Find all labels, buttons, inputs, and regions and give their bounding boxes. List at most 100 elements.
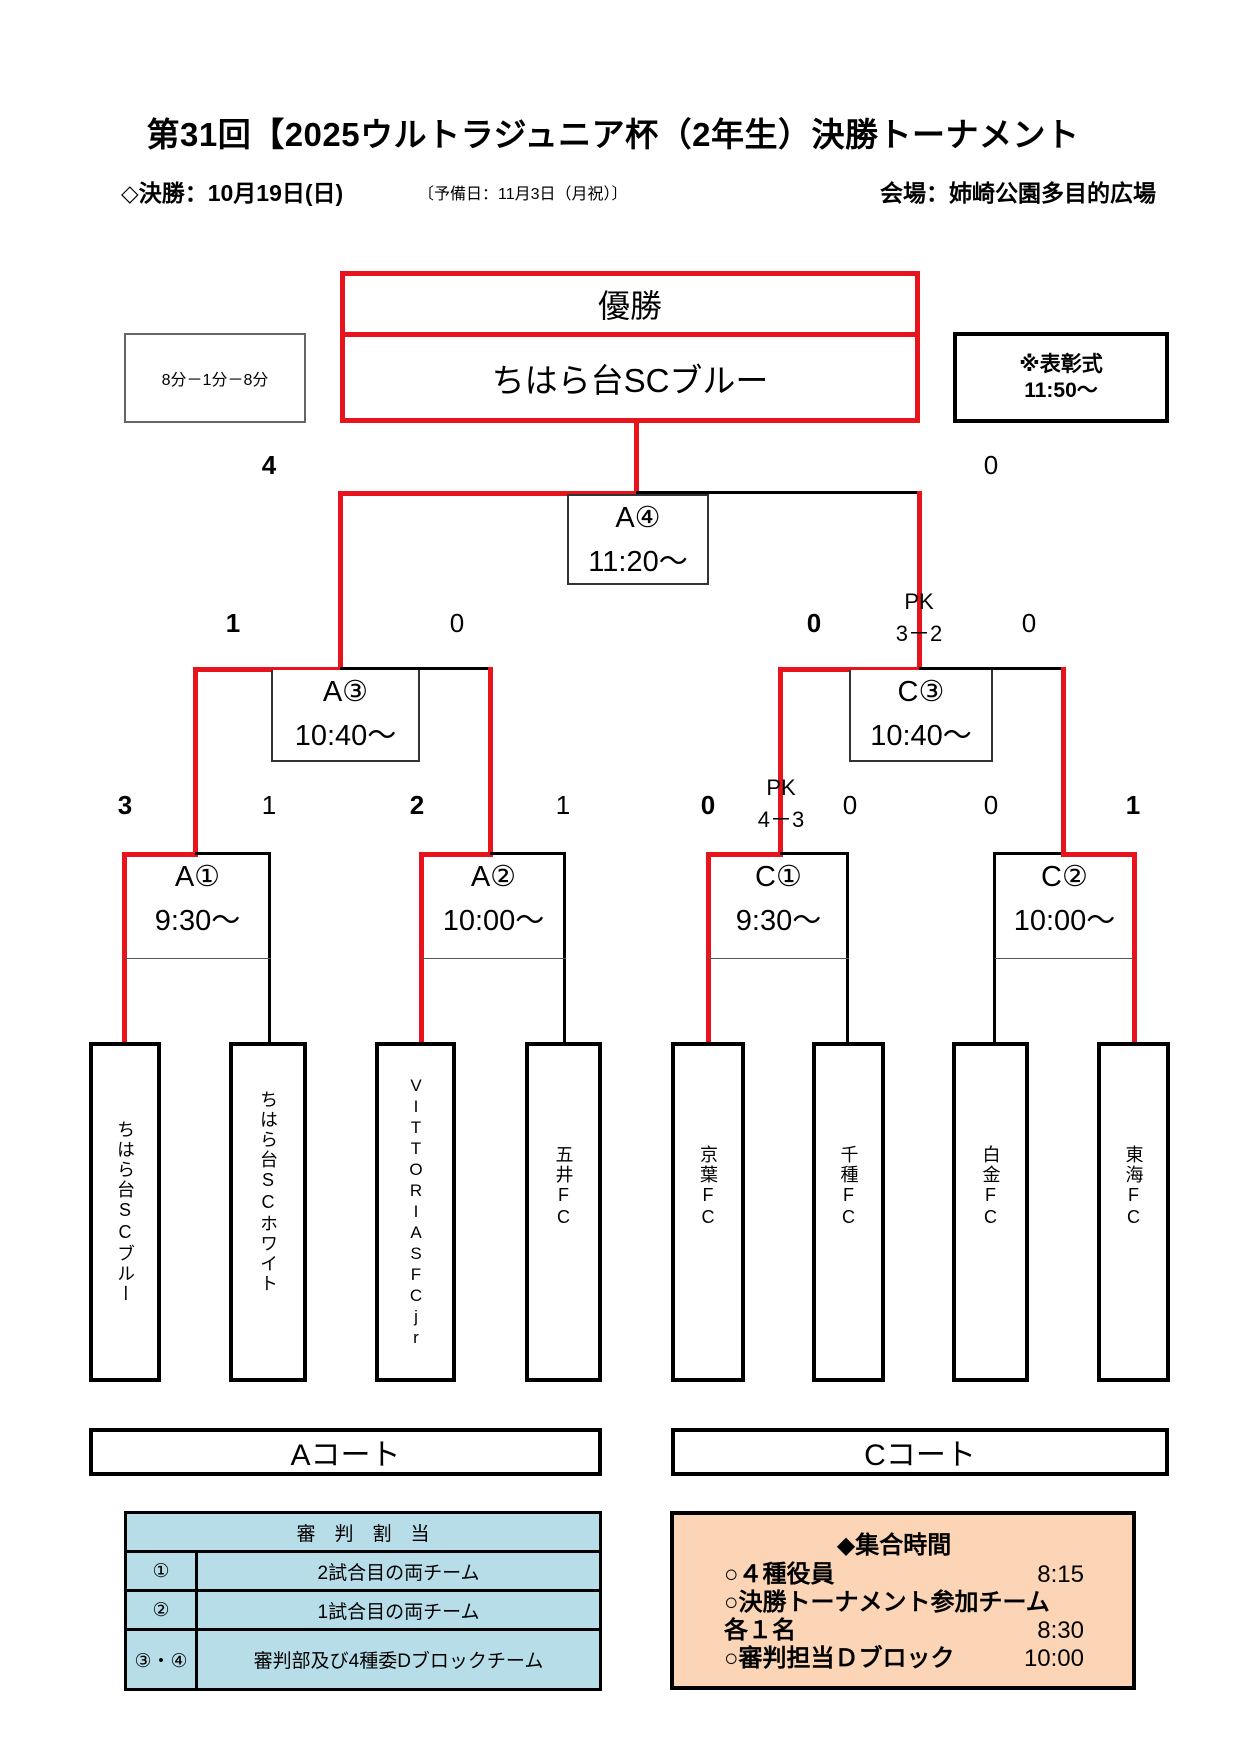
referee-assignment: 審判部及び4種委Dブロックチーム [195,1628,602,1691]
score-semi-a-right: 0 [449,608,465,638]
reserve-date: 〔予備日：11月3日（月祝）〕 [418,186,628,203]
referee-assignment: 1試合目の両チーム [195,1589,602,1631]
referee-table: 審 判 割 当 ① 2試合目の両チーム ② 1試合目の両チーム ③・④ 審判部及… [124,1511,602,1691]
team-name: ちはら台SCホワイト [258,1090,278,1294]
bracket-line-qf-c2-left [993,852,1063,855]
bracket-line-qf-a2-left [419,852,493,857]
match-time: 10:40～ [294,720,397,752]
assembly-row: 各１名 8:30 [724,1617,1084,1645]
table-row: ② 1試合目の両チーム [124,1589,602,1631]
bracket-line-qf-c1-left-v [706,852,711,1042]
bracket-line-semi-c-right [919,667,1063,670]
champion-label-text: 優勝 [597,288,662,324]
champion-team: ちはら台SCブルー [345,337,915,418]
assembly-label: 各１名 [724,1617,796,1644]
assembly-label: ○審判担当Ｄブロック [724,1645,955,1672]
match-format-box: 8分－1分－8分 [124,333,306,423]
match-qf-a1: A① 9:30～ [124,855,271,959]
match-semi-a: A③ 10:40～ [271,670,420,762]
referee-match: ③・④ [124,1628,198,1691]
champion-label: 優勝 [345,276,915,337]
referee-assignment: 2試合目の両チーム [195,1550,602,1592]
match-qf-c1: C① 9:30～ [708,855,849,959]
score-qf-a1-right: 1 [261,790,277,820]
table-row: ① 2試合目の両チーム [124,1550,602,1592]
court-a-label: Aコート [89,1428,602,1476]
ceremony-label: ※表彰式 [1019,352,1103,376]
match-id: A③ [322,676,369,708]
score-qf-c1-right: 0 [842,790,858,820]
assembly-time: 8:30 [1037,1617,1084,1644]
match-time: 10:00～ [1013,905,1116,937]
assembly-time: 10:00 [1023,1645,1084,1672]
team-box: 白金FC [952,1042,1029,1382]
bracket-line-final-right [636,491,920,494]
match-format: 8分－1分－8分 [161,372,269,389]
match-semi-c: C③ 10:40～ [849,670,993,762]
match-id: A① [174,861,221,893]
bracket-line-qf-a2-left-v [419,852,424,1042]
team-box: 東海FC [1097,1042,1170,1382]
assembly-label: ○４種役員 [724,1561,835,1588]
assembly-title: ◆集合時間 [836,1532,952,1559]
bracket-line-final-left-v [338,491,343,671]
team-box: VITTORIASFCjr [375,1042,456,1382]
bracket-line-qf-a2-right-v [563,852,566,1042]
assembly-row: ○審判担当Ｄブロック 10:00 [724,1645,1084,1673]
bracket-line-qf-c2-right [1061,852,1137,857]
match-time: 10:40～ [870,720,972,752]
match-qf-a2: A② 10:00～ [421,855,566,959]
match-time: 10:00～ [442,905,545,937]
bracket-line-qf-a1-left [122,852,198,857]
score-semi-c-left: 0 [806,608,822,638]
score-qf-a2-left: 2 [409,790,425,820]
team-name: 白金FC [980,1145,1001,1229]
score-final-right: 0 [983,450,999,480]
bracket-line-semi-a-left-v [193,667,198,855]
referee-match: ② [124,1589,198,1631]
score-qf-a1-left: 3 [117,790,133,820]
bracket-line-semi-c-left-v [778,667,783,855]
referee-title: 審 判 割 当 [124,1511,602,1553]
bracket-line-qf-a2-right [490,852,566,855]
match-time: 9:30～ [735,905,822,937]
court-c-text: Cコート [864,1439,976,1472]
bracket-line-qf-a1-right-v [268,852,271,1042]
score-qf-c2-right: 1 [1125,790,1141,820]
team-box: 京葉FC [671,1042,745,1382]
bracket-line-qf-c2-right-v [1132,852,1137,1042]
match-time: 9:30～ [154,905,241,937]
bracket-line-final-left [338,491,639,496]
bracket-line-semi-a-right [340,667,491,670]
team-box: ちはら台SCホワイト [229,1042,307,1382]
team-name: VITTORIASFCjr [406,1075,426,1349]
assembly-row: ○決勝トーナメント参加チーム [724,1589,1084,1617]
bracket-line-qf-a1-left-v [122,852,127,1042]
team-box: 千種FC [812,1042,885,1382]
venue: 会場：姉崎公園多目的広場 [880,180,1156,206]
team-name: 千種FC [838,1145,859,1229]
champion-box: 優勝 ちはら台SCブルー [340,271,920,423]
assembly-time: 8:15 [1037,1561,1084,1588]
team-name: 東海FC [1123,1145,1144,1229]
pk-qf-c1: PK 4－3 [741,772,821,836]
champion-team-text: ちはら台SCブルー [491,361,769,399]
bracket-line-qf-c2-left-v [993,852,996,1042]
bracket-line-qf-c1-left [706,852,783,857]
bracket-line-final-right-v [917,491,922,671]
pk-score: 3－2 [895,620,943,646]
score-qf-a2-right: 1 [555,790,571,820]
pk-score: 4－3 [757,806,805,832]
team-name: ちはら台SCブルー [115,1120,135,1304]
assembly-box: ◆集合時間 ○４種役員 8:15 ○決勝トーナメント参加チーム 各１名 8:30 ○… [670,1511,1136,1690]
match-final: A④ 11:20～ [567,494,709,585]
match-qf-c2: C② 10:00～ [995,855,1134,959]
score-semi-c-right: 0 [1021,608,1037,638]
score-qf-c1-left: 0 [700,790,716,820]
assembly-row: ○４種役員 8:15 [724,1561,1084,1589]
bracket-line-qf-a1-right [195,852,271,855]
final-date: ◇決勝：10月19日(日) [121,180,344,206]
team-name: 五井FC [553,1145,574,1229]
score-semi-a-left: 1 [225,608,241,638]
bracket-line-semi-c-left [778,667,921,672]
